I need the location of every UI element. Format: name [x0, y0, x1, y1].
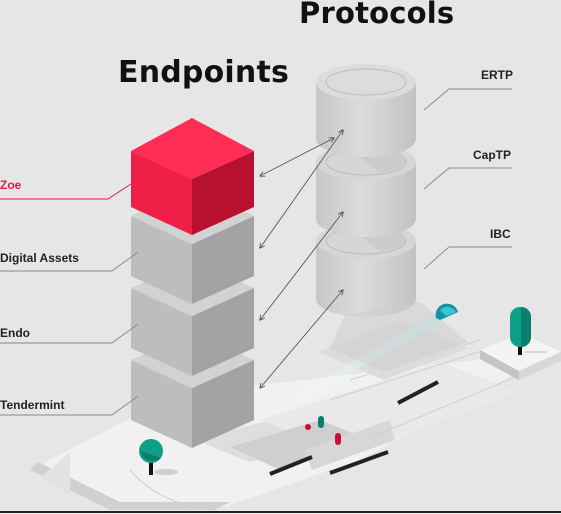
dome-icon — [435, 303, 458, 320]
endpoint-leader-lines — [0, 183, 139, 416]
endpoint-blocks — [131, 118, 254, 448]
endpoint-label-zoe: Zoe — [0, 178, 22, 192]
protocol-label-ertp: ERTP — [481, 68, 514, 82]
tree-icon — [139, 439, 178, 475]
protocols-heading: Protocols — [299, 0, 455, 30]
tree-icon — [510, 307, 547, 355]
endpoint-label-tendermint: Tendermint — [0, 398, 65, 412]
figure-icon — [335, 433, 341, 445]
endpoint-label-endo: Endo — [0, 326, 30, 340]
protocol-label-captp: CapTP — [473, 148, 512, 162]
protocol-leader-lines — [423, 88, 512, 270]
connection-arrows — [260, 130, 343, 388]
figure-icon — [305, 416, 324, 430]
protocol-cylinders — [316, 64, 468, 372]
endpoint-label-digital-assets: Digital Assets — [0, 251, 79, 265]
endpoints-heading: Endpoints — [118, 55, 290, 90]
protocol-label-ibc: IBC — [490, 227, 511, 241]
arrow-tendermint-ibc — [260, 290, 343, 388]
